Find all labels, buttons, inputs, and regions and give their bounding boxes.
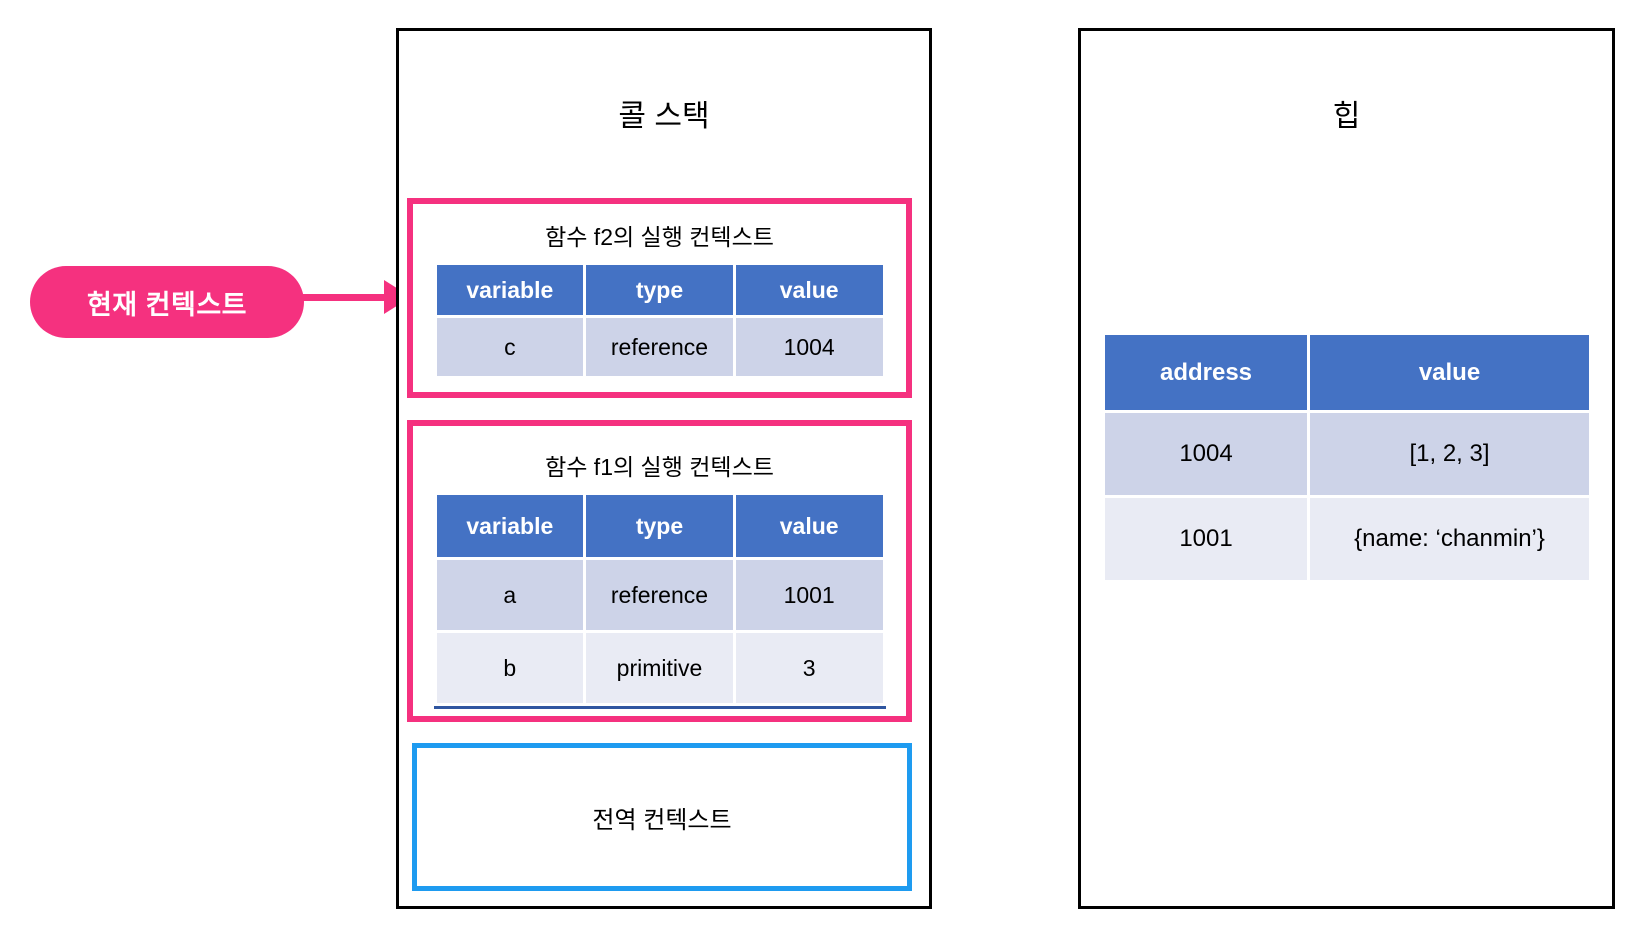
table-row: 1004 [1, 2, 3] — [1105, 413, 1589, 495]
heap-table: address value 1004 [1, 2, 3] 1001 {name:… — [1102, 332, 1592, 583]
f1-execution-context-box: 함수 f1의 실행 컨텍스트 variable type value a ref… — [407, 420, 912, 722]
current-context-badge: 현재 컨텍스트 — [30, 266, 304, 338]
column-header-value: value — [735, 495, 883, 557]
table-header-row: variable type value — [436, 495, 883, 557]
column-header-type: type — [586, 495, 733, 557]
table-header-row: address value — [1105, 335, 1589, 410]
cell-variable: a — [436, 560, 584, 630]
column-header-type: type — [586, 265, 733, 315]
cell-value: 1004 — [735, 318, 883, 376]
cell-value: {name: ‘chanmin’} — [1310, 498, 1589, 580]
call-stack-box: 콜 스택 함수 f2의 실행 컨텍스트 variable type value … — [396, 28, 932, 909]
f2-variables-table: variable type value c reference 1004 — [434, 262, 886, 379]
cell-type: primitive — [586, 633, 733, 703]
table-row: 1001 {name: ‘chanmin’} — [1105, 498, 1589, 580]
global-context-box: 전역 컨텍스트 — [412, 743, 912, 891]
heap-box: 힙 address value 1004 [1, 2, 3] 1001 { — [1078, 28, 1615, 909]
column-header-address: address — [1105, 335, 1308, 410]
cell-value: [1, 2, 3] — [1310, 413, 1589, 495]
cell-address: 1004 — [1105, 413, 1308, 495]
table-row: b primitive 3 — [436, 633, 883, 703]
f2-execution-context-title: 함수 f2의 실행 컨텍스트 — [545, 224, 774, 250]
f1-execution-context-title: 함수 f1의 실행 컨텍스트 — [545, 454, 774, 480]
column-header-value: value — [735, 265, 883, 315]
cell-address: 1001 — [1105, 498, 1308, 580]
current-context-arrow-shaft — [300, 294, 390, 301]
heap-title: 힙 — [1332, 100, 1361, 133]
cell-variable: c — [436, 318, 584, 376]
cell-value: 3 — [735, 633, 883, 703]
table-row: c reference 1004 — [436, 318, 883, 376]
cell-variable: b — [436, 633, 584, 703]
current-context-label: 현재 컨텍스트 — [86, 289, 248, 320]
f1-variables-table: variable type value a reference 1001 b p… — [433, 492, 886, 709]
global-context-label: 전역 컨텍스트 — [592, 806, 732, 834]
f2-execution-context-box: 함수 f2의 실행 컨텍스트 variable type value c ref… — [407, 198, 912, 398]
table-header-row: variable type value — [436, 265, 883, 315]
call-stack-title: 콜 스택 — [618, 100, 710, 133]
cell-type: reference — [586, 318, 733, 376]
column-header-variable: variable — [436, 265, 584, 315]
column-header-variable: variable — [436, 495, 584, 557]
cell-value: 1001 — [735, 560, 883, 630]
column-header-value: value — [1310, 335, 1589, 410]
cell-type: reference — [586, 560, 733, 630]
table-row: a reference 1001 — [436, 560, 883, 630]
